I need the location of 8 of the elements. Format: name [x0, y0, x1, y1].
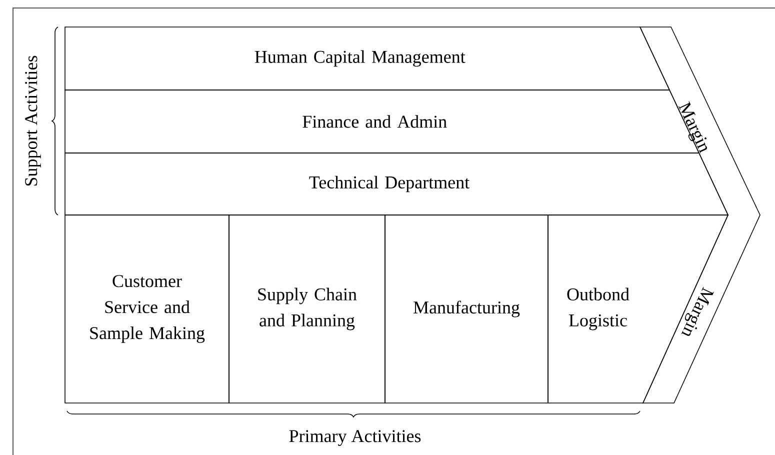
activity-cell: Supply Chain and Planning	[228, 214, 386, 404]
bottom-label: Primary Activities	[289, 430, 421, 446]
margin-label: Margin	[678, 101, 707, 154]
activity-cell: Manufacturing	[384, 214, 548, 404]
support-row: Human Capital Management	[64, 26, 670, 90]
support-row: Technical Department	[64, 152, 729, 216]
side-label: Support Activities	[25, 56, 41, 186]
activity-cell: Customer Service and Sample Making	[64, 214, 230, 404]
